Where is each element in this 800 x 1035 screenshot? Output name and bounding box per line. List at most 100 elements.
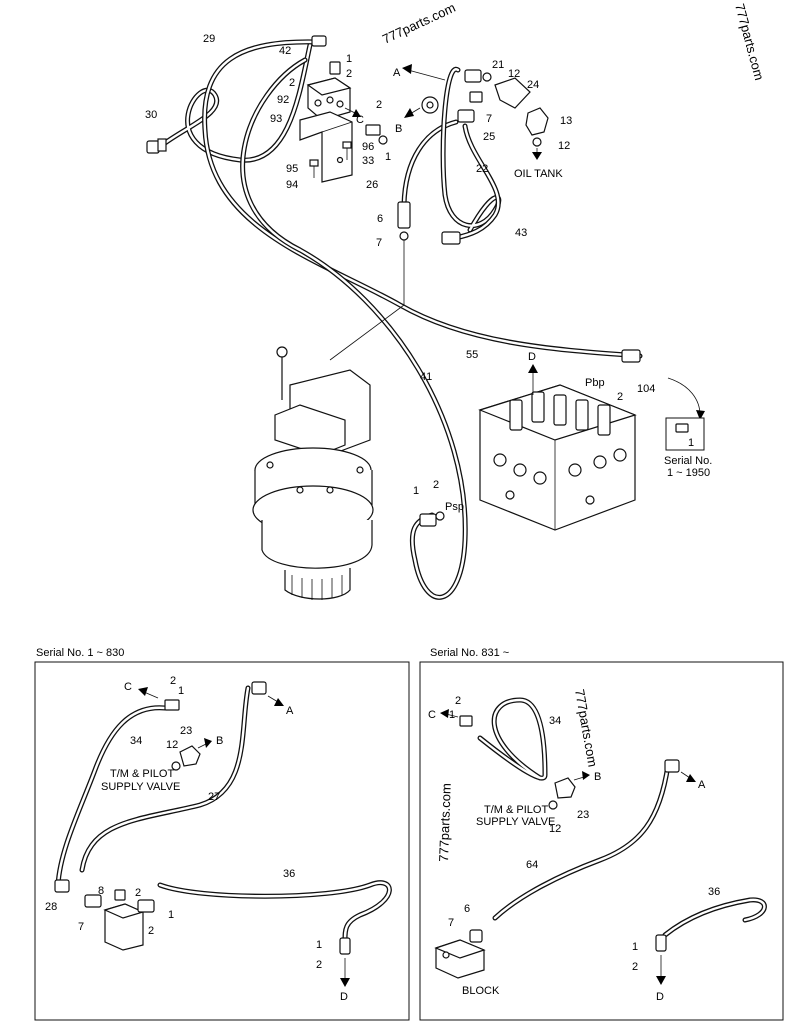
bl-port-d: D (340, 991, 348, 1003)
callout-24: 24 (527, 79, 539, 91)
fitting-43 (441, 231, 461, 245)
hose-26 (401, 119, 459, 208)
br-callout-6: 6 (464, 903, 470, 915)
callout-2-c: 2 (376, 99, 382, 111)
bl-block (103, 889, 145, 951)
bl-callout-1-b: 1 (168, 909, 174, 921)
callout-7-a: 7 (486, 113, 492, 125)
br-fitting-6 (469, 929, 483, 943)
bl-callout-36: 36 (283, 868, 295, 880)
watermark-top: 777parts.com (380, 0, 458, 47)
serial-box-number: 1 (688, 437, 694, 449)
port-d-top: D (528, 351, 536, 363)
bl-port-c: C (124, 681, 132, 693)
callout-29: 29 (203, 33, 215, 45)
br-valve-line2: SUPPLY VALVE (476, 816, 555, 828)
bl-port-b: B (216, 735, 223, 747)
fitting-1-top (329, 61, 341, 75)
bl-callout-27: 27 (208, 791, 220, 803)
bl-port-a: A (286, 705, 294, 717)
br-port-c: C (428, 709, 436, 721)
arrow-c-top (344, 107, 361, 117)
br-fitting-a (664, 759, 680, 773)
br-oring-12 (548, 800, 558, 810)
br-arrow-b (573, 771, 590, 781)
callout-55: 55 (466, 349, 478, 361)
serial-box (665, 417, 705, 451)
br-title: Serial No. 831 ~ (430, 647, 509, 659)
fitting-21 (464, 69, 482, 83)
br-callout-12: 12 (549, 823, 561, 835)
callout-26: 26 (366, 179, 378, 191)
callout-1-b: 1 (385, 151, 391, 163)
br-block (434, 939, 486, 979)
br-callout-2-b: 2 (632, 961, 638, 973)
br-callout-2: 2 (455, 695, 461, 707)
callout-6: 6 (377, 213, 383, 225)
callout-2-e: 2 (433, 479, 439, 491)
bl-title: Serial No. 1 ~ 830 (36, 647, 124, 659)
oring-12-b (532, 137, 542, 147)
arrow-b-top (404, 107, 421, 118)
serial-range-line1: Serial No. (664, 455, 712, 467)
br-arrow-c (440, 709, 459, 718)
br-block-label: BLOCK (462, 985, 500, 997)
serial-range-line2: 1 ~ 1950 (667, 467, 710, 479)
br-callout-64: 64 (526, 859, 538, 871)
callout-92: 92 (277, 94, 289, 106)
callout-7-b: 7 (376, 237, 382, 249)
arrow-a-top (402, 64, 446, 81)
callout-2-d: 2 (617, 391, 623, 403)
bl-fitting-d (339, 937, 351, 955)
fitting-13 (525, 107, 549, 136)
callout-94: 94 (286, 179, 298, 191)
swing-motor (252, 346, 374, 600)
bl-arrow-d (340, 958, 350, 987)
bl-callout-7: 7 (78, 921, 84, 933)
bl-callout-23: 23 (180, 725, 192, 737)
control-valve (478, 384, 637, 531)
port-pbp: Pbp (585, 377, 605, 389)
hose-55 (202, 39, 643, 359)
callout-1-c: 1 (413, 485, 419, 497)
callout-21: 21 (492, 59, 504, 71)
callout-43: 43 (515, 227, 527, 239)
fitting-psp (419, 511, 445, 527)
callout-12-b: 12 (558, 140, 570, 152)
br-callout-1: 1 (449, 709, 455, 721)
arrow-oil-tank (532, 148, 542, 160)
bl-callout-12: 12 (166, 739, 178, 751)
oring-7 (399, 231, 409, 241)
hose-41 (240, 57, 468, 600)
elbow-b (421, 96, 439, 114)
br-callout-36: 36 (708, 886, 720, 898)
bl-callout-34: 34 (130, 735, 142, 747)
bl-hose-27 (79, 685, 251, 873)
bl-fitting-a (251, 681, 267, 695)
callout-22: 22 (476, 163, 488, 175)
br-arrow-a (680, 771, 696, 782)
br-hose-34 (477, 697, 548, 781)
callout-42: 42 (279, 45, 291, 57)
oring-1-right (378, 135, 388, 145)
watermark-top-right: 777parts.com (732, 2, 767, 82)
fitting-30 (146, 138, 167, 154)
callout-104: 104 (637, 383, 655, 395)
br-fitting-c (459, 715, 473, 727)
bl-arrow-c (138, 687, 159, 699)
hose-43 (452, 123, 501, 241)
callout-95: 95 (286, 163, 298, 175)
bracket-93 (299, 111, 353, 183)
br-fitting-d (655, 934, 667, 952)
bl-arrow-a (267, 695, 284, 706)
br-arrow-d (656, 955, 666, 985)
bl-fitting-2 (137, 899, 155, 913)
fitting-42 (311, 35, 327, 47)
callout-30: 30 (145, 109, 157, 121)
port-c-top: C (356, 114, 364, 126)
br-callout-34: 34 (549, 715, 561, 727)
callout-2-b: 2 (346, 68, 352, 80)
fitting-7-top (469, 91, 483, 103)
valve-block-92 (306, 77, 352, 121)
br-fitting-23 (554, 777, 576, 799)
